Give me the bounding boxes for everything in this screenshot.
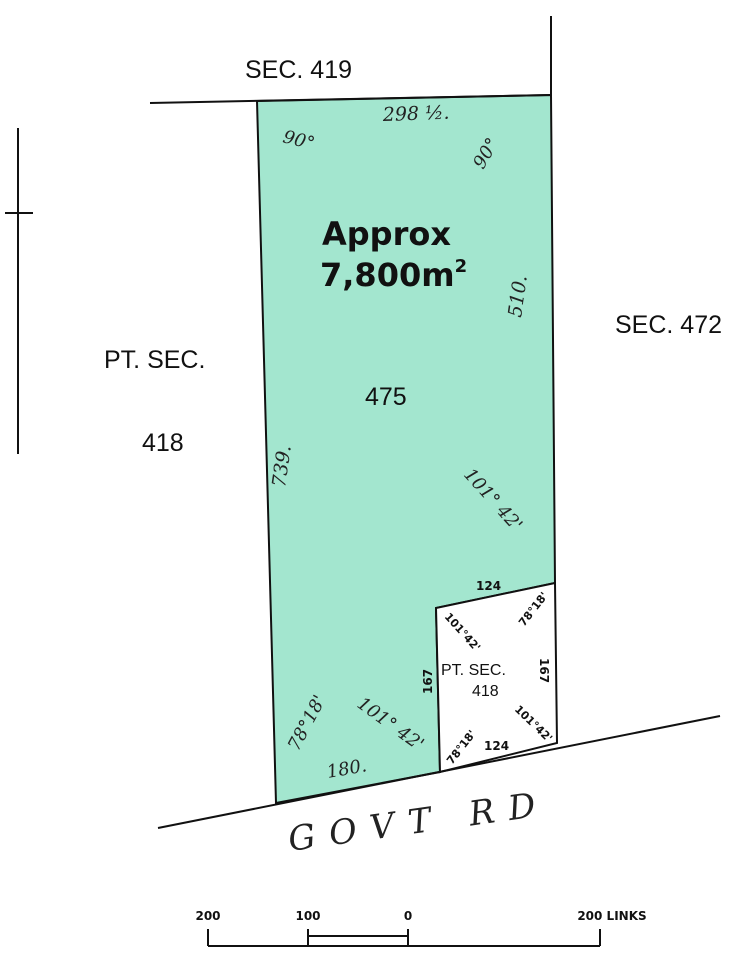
pt-sec-418-number: 418 (142, 429, 184, 457)
inner-dim-top: 124 (476, 579, 501, 593)
inner-sec-label: PT. SEC. (441, 662, 506, 679)
scale-label-0: 0 (404, 909, 412, 923)
inner-dim-right: 167 (537, 658, 551, 683)
scale-label-100: 100 (295, 909, 320, 923)
sec-419-label: SEC. 419 (245, 56, 352, 84)
pt-sec-418-label: PT. SEC. (104, 346, 205, 374)
inner-dim-left: 167 (421, 669, 435, 694)
pt-sec-418-inner-lot (434, 581, 559, 774)
inner-sec-number: 418 (472, 683, 499, 700)
scale-label-200: 200 (195, 909, 220, 923)
scale-label-links: 200 LINKS (577, 909, 646, 923)
area-label: Approx (322, 215, 451, 253)
north-boundary (149, 94, 552, 104)
inner-dim-bottom: 124 (484, 739, 509, 753)
dim-north: 298 ½. (381, 102, 449, 126)
road-frontage-line (157, 715, 721, 829)
lot-number: 475 (365, 383, 407, 411)
sec-472-label: SEC. 472 (615, 311, 722, 339)
scale-bar: 200 100 0 200 LINKS (195, 909, 647, 947)
area-value: 7,800m2 (320, 256, 467, 294)
